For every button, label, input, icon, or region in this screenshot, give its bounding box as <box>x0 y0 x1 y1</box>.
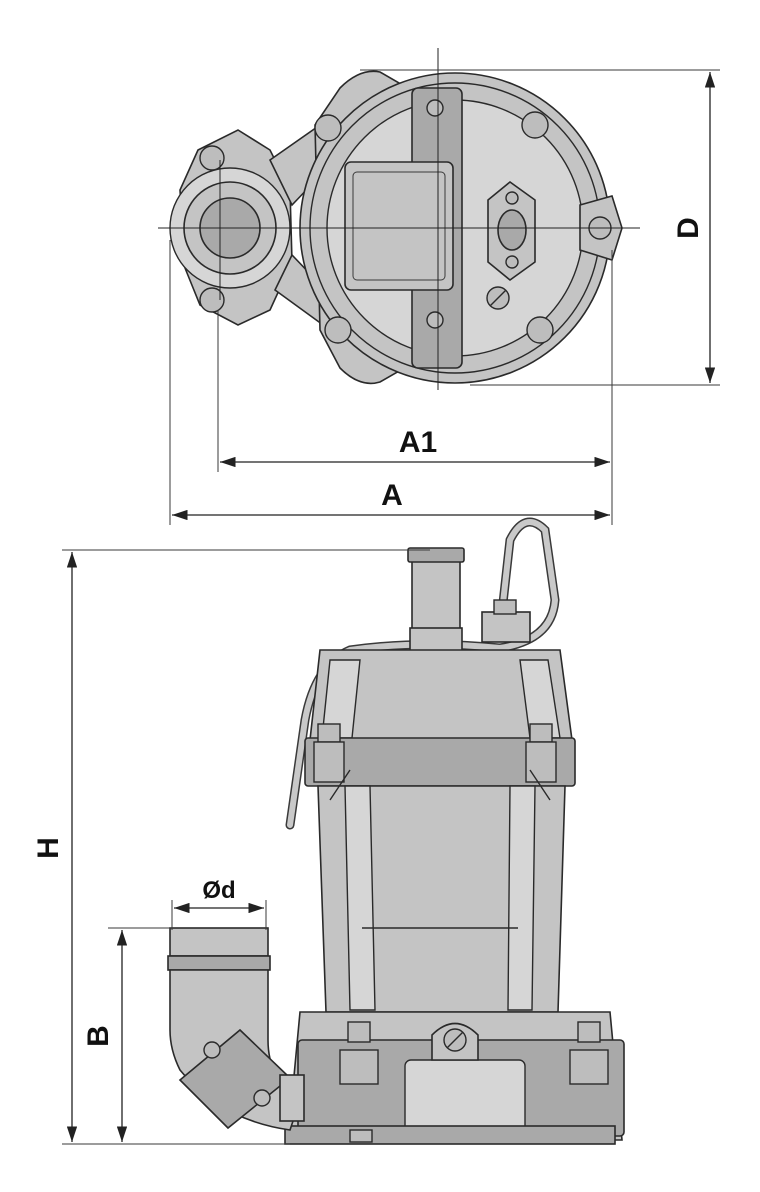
label-b: B <box>82 1025 115 1047</box>
dimension-a1: A1 <box>217 250 613 525</box>
dimension-b: B <box>82 927 172 1142</box>
dimension-a: A <box>169 240 610 525</box>
label-d: D <box>672 217 705 239</box>
discharge-elbow <box>167 927 305 1131</box>
dimension-h: H <box>32 549 430 1145</box>
dimension-d: D <box>360 69 720 386</box>
label-a: A <box>381 479 403 512</box>
label-a1: A1 <box>399 426 437 459</box>
label-h: H <box>32 837 65 859</box>
top-view: D A1 A <box>158 48 720 525</box>
label-od: Ød <box>202 877 235 904</box>
dimension-od: Ød <box>171 877 267 930</box>
side-view: Ød B H <box>32 517 625 1145</box>
pump-housing-top <box>299 70 623 385</box>
